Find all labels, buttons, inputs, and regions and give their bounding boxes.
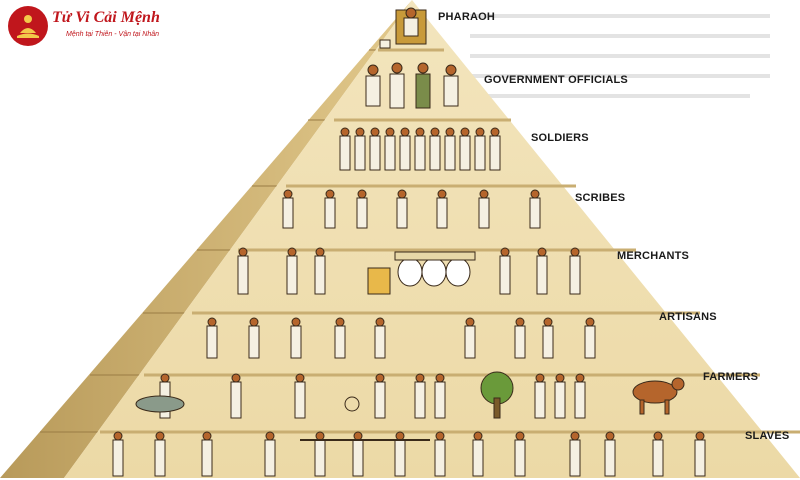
buddha-lotus-icon — [8, 6, 48, 46]
person-figure — [478, 189, 490, 229]
site-logo[interactable]: Tử Vi Cải Mệnh Mệnh tại Thiên - Vận tại … — [8, 6, 183, 50]
person-figure — [352, 431, 364, 477]
slaves-figures — [112, 431, 706, 477]
person-figure — [237, 247, 249, 295]
person-figure — [230, 373, 242, 419]
tier-label-slaves: SLAVES — [745, 430, 790, 442]
person-figure — [414, 127, 426, 171]
person-figure — [499, 247, 511, 295]
artisans-figures — [206, 317, 596, 359]
logo-brand-text: Tử Vi Cải Mệnh — [52, 9, 160, 26]
person-figure — [554, 373, 566, 419]
person-figure — [324, 189, 336, 229]
person-figure — [414, 373, 426, 419]
tier-label-scribes: SCRIBES — [575, 192, 626, 204]
person-figure — [394, 431, 406, 477]
person-figure — [396, 189, 408, 229]
person-figure — [489, 127, 501, 171]
person-figure — [314, 431, 326, 477]
person-figure — [206, 317, 218, 359]
farm-scene — [135, 371, 685, 419]
tier-label-artisans: ARTISANS — [659, 311, 717, 323]
person-figure — [248, 317, 260, 359]
person-figure — [459, 127, 471, 171]
person-figure — [294, 373, 306, 419]
person-figure — [536, 247, 548, 295]
soldiers-figures — [339, 127, 501, 171]
person-figure — [264, 431, 276, 477]
person-figure — [604, 431, 616, 477]
person-figure — [474, 127, 486, 171]
logo-tagline: Mệnh tại Thiên - Vận tại Nhân — [66, 31, 159, 38]
person-figure — [569, 247, 581, 295]
person-figure — [574, 373, 586, 419]
person-figure — [694, 431, 706, 477]
person-figure — [652, 431, 664, 477]
person-figure — [384, 127, 396, 171]
person-figure — [201, 431, 213, 477]
tier-label-merchants: MERCHANTS — [617, 250, 690, 262]
person-figure — [282, 189, 294, 229]
person-figure — [569, 431, 581, 477]
person-figure — [314, 247, 326, 295]
person-figure — [534, 373, 546, 419]
person-figure — [374, 373, 386, 419]
person-figure — [112, 431, 124, 477]
tier-label-pharaoh: PHARAOH — [438, 11, 496, 23]
person-figure — [529, 189, 541, 229]
person-figure — [434, 373, 446, 419]
person-figure — [154, 431, 166, 477]
person-figure — [290, 317, 302, 359]
person-figure — [584, 317, 596, 359]
tier-label-soldiers: SOLDIERS — [531, 132, 589, 144]
person-figure — [472, 431, 484, 477]
government-officials-figures — [365, 62, 459, 109]
tier-label-farmers: FARMERS — [703, 371, 759, 383]
person-figure — [514, 431, 526, 477]
person-figure — [339, 127, 351, 171]
person-figure — [434, 431, 446, 477]
tier-separators — [100, 48, 800, 434]
person-figure — [399, 127, 411, 171]
person-figure — [436, 189, 448, 229]
person-figure — [542, 317, 554, 359]
person-figure — [514, 317, 526, 359]
person-figure — [354, 127, 366, 171]
person-figure — [369, 127, 381, 171]
background-text-lines — [470, 14, 770, 98]
tier-label-government-officials: GOVERNMENT OFFICIALS — [484, 74, 628, 86]
person-figure — [374, 317, 386, 359]
person-figure — [464, 317, 476, 359]
person-figure — [334, 317, 346, 359]
merchant-goods — [367, 251, 476, 295]
person-figure — [286, 247, 298, 295]
person-figure — [356, 189, 368, 229]
merchants-figures — [237, 247, 581, 295]
pharaoh-figure — [379, 7, 427, 49]
pyramid-front-face — [64, 0, 800, 478]
person-figure — [429, 127, 441, 171]
scribes-figures — [282, 189, 541, 229]
person-figure — [444, 127, 456, 171]
